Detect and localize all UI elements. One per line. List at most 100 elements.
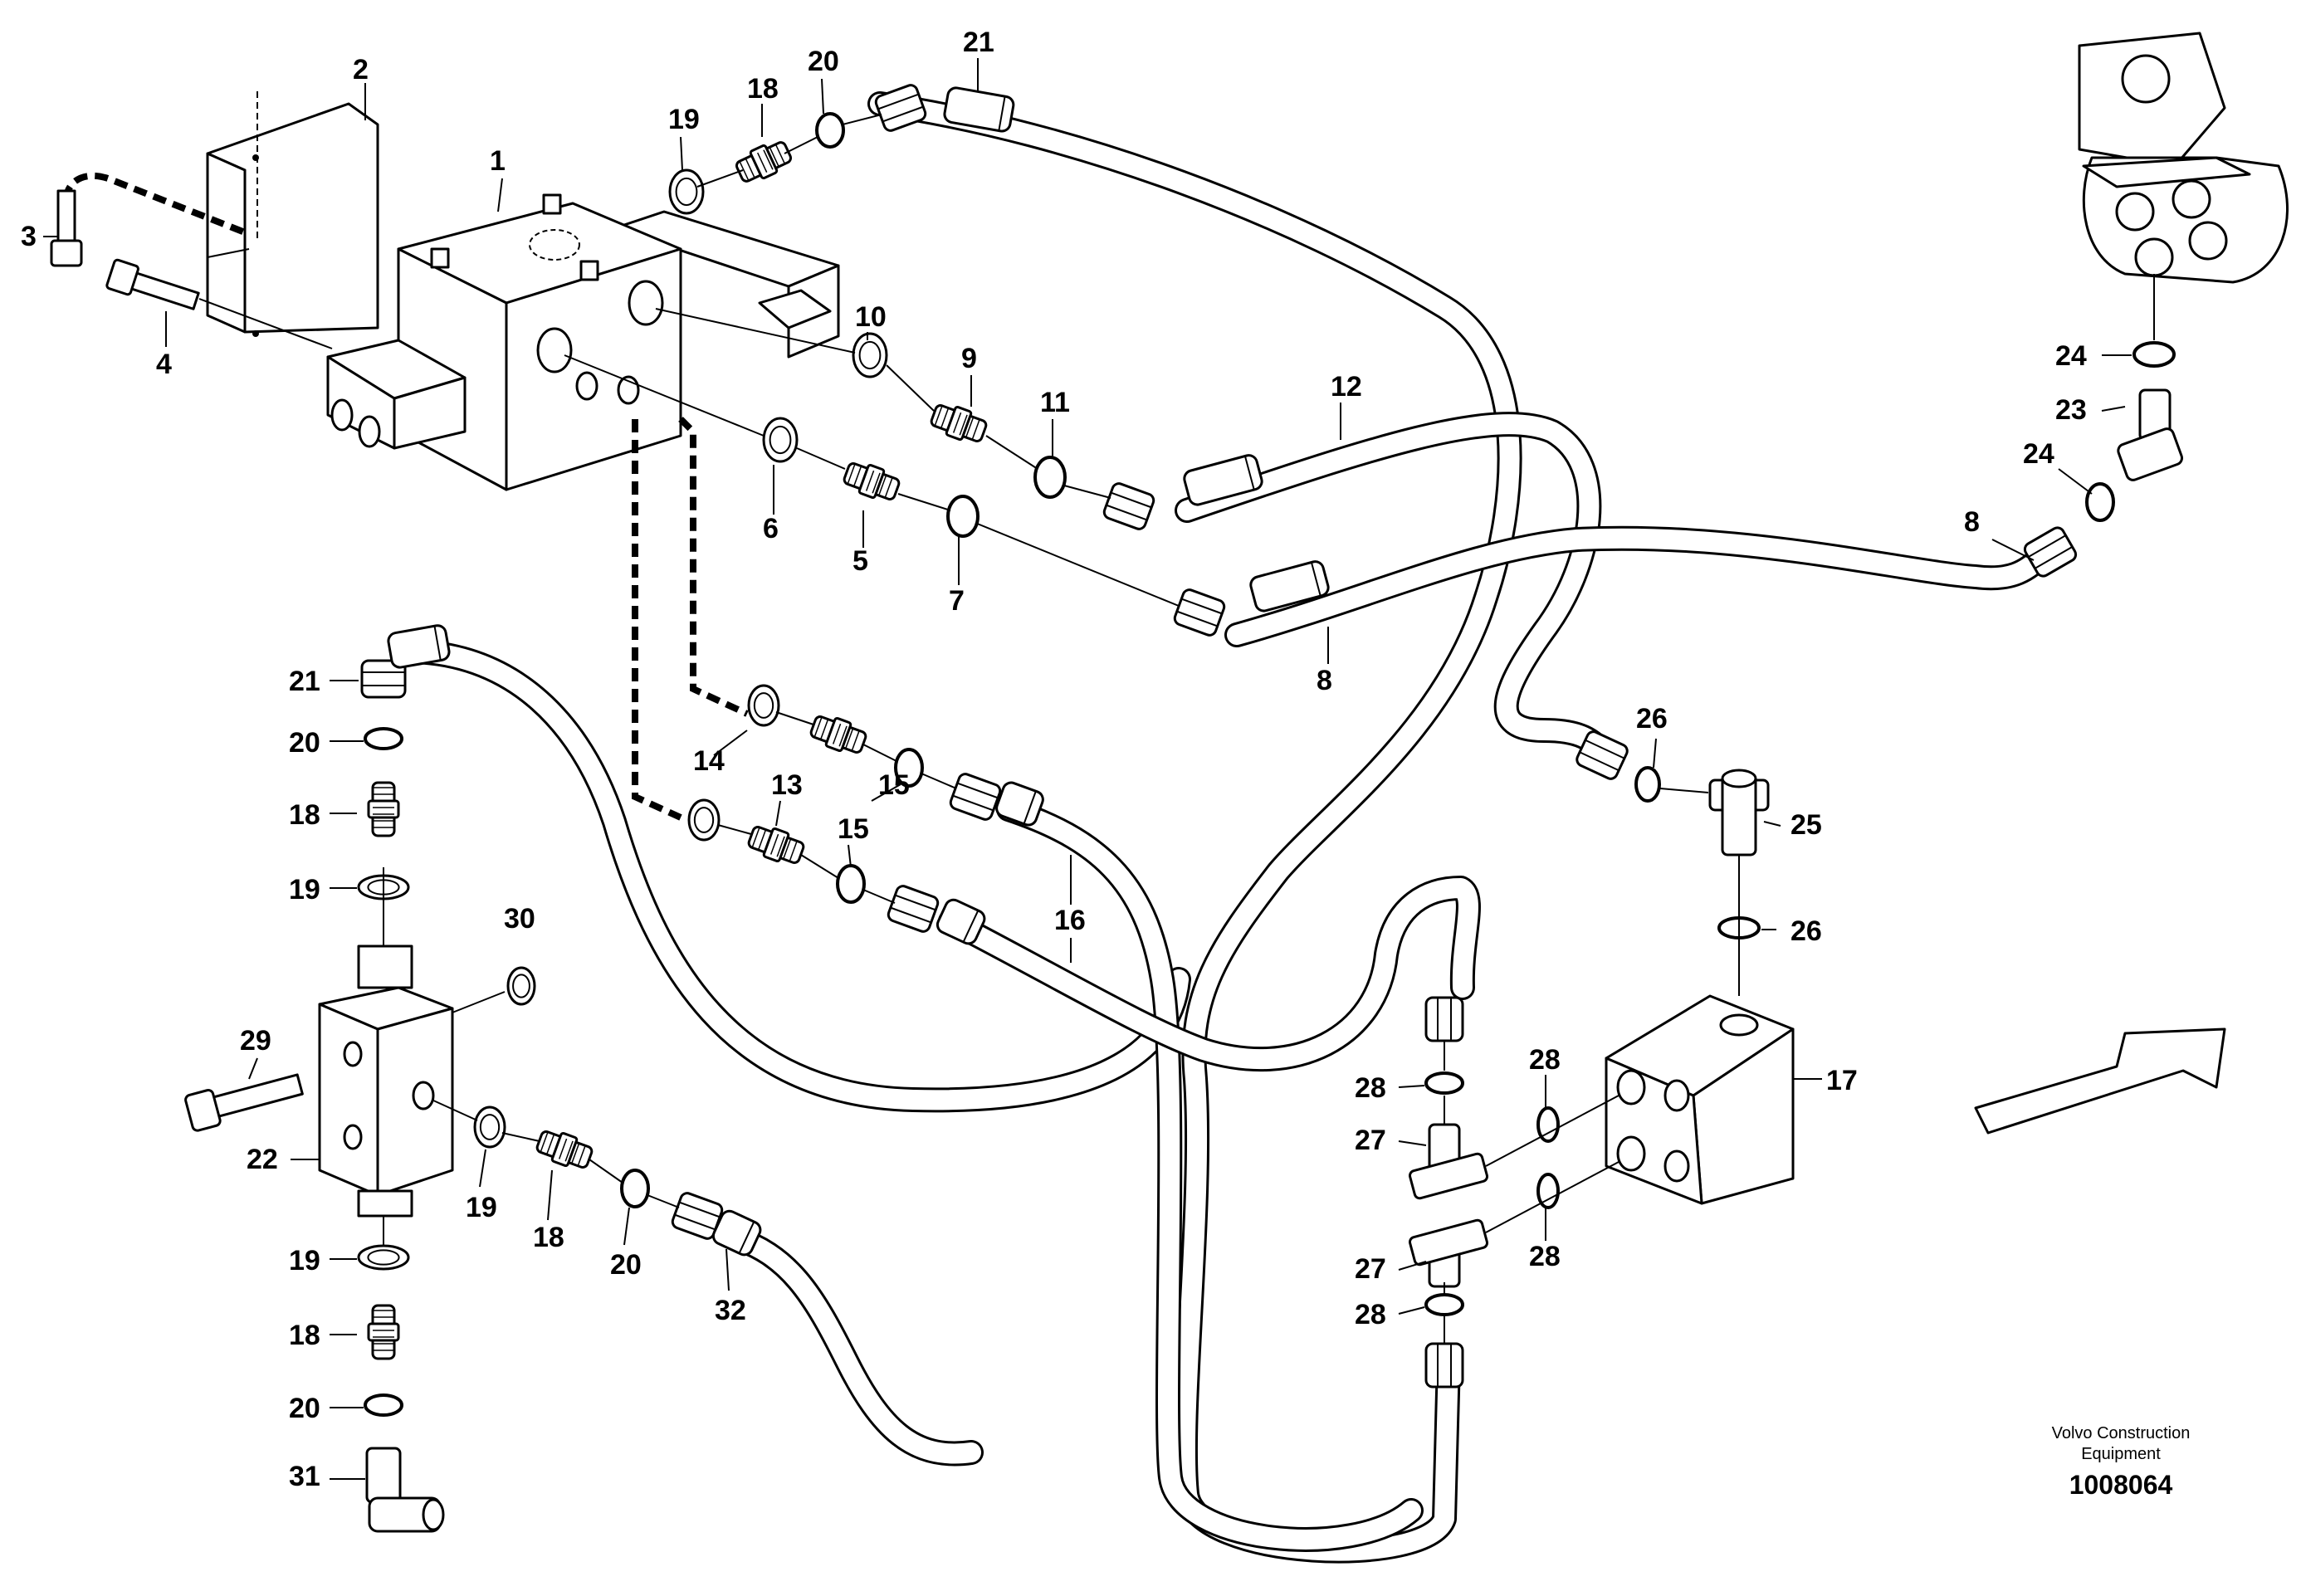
nut-16-upper (949, 773, 1002, 821)
oring-28-d (1424, 1293, 1464, 1316)
label-17: 17 (1826, 1065, 1858, 1096)
label-20-left-upper: 20 (289, 727, 320, 759)
ferrule-8-lower (1249, 560, 1330, 613)
nipple-5-thread (865, 470, 875, 491)
valve-plug-1 (430, 247, 450, 269)
leader-15-upper (871, 783, 901, 802)
oring-24-lower (2085, 482, 2115, 522)
nut-8-upper (2023, 526, 2078, 578)
ferrule-32-body (711, 1209, 762, 1257)
nut-8-upper-edge2 (2034, 546, 2074, 569)
label-28-d: 28 (1355, 1299, 1386, 1330)
company-name-line2: Equipment (2081, 1445, 2161, 1463)
axis-row-b3 (897, 493, 951, 511)
washer-19-left-lower-inner (367, 1249, 400, 1266)
label-7: 7 (949, 585, 965, 617)
bolt-29 (184, 1073, 304, 1132)
elbow-31-end (422, 1498, 445, 1531)
washer-14-upper (747, 684, 780, 727)
label-28-a: 28 (1355, 1072, 1386, 1104)
washer-19-top-inner (675, 177, 698, 207)
axis-mid-2 (501, 1132, 540, 1142)
ferrule-8-lower-body (1249, 560, 1330, 613)
label-29: 29 (240, 1025, 271, 1057)
label-31: 31 (289, 1461, 320, 1492)
nipple-18-left-lower-hex (367, 1322, 400, 1342)
nut-8-lower-edge1 (1180, 598, 1223, 615)
bolt-29-head (184, 1089, 222, 1132)
nipple-18-mid-thread (540, 1131, 549, 1153)
ferrule-21-top (943, 86, 1015, 133)
label-2: 2 (353, 54, 369, 85)
nipple-13-upper-thread (851, 730, 860, 751)
label-20-mid: 20 (610, 1249, 642, 1281)
hose-16-upper-fill (999, 799, 1421, 1550)
elbow-23-arm (2117, 427, 2184, 481)
tee-25 (1708, 769, 1770, 857)
label-8-lower: 8 (1317, 665, 1332, 696)
ferrule-32-edge (738, 1221, 755, 1254)
washer-19-top-outer (668, 168, 705, 215)
axis-row-a4 (1063, 485, 1111, 499)
elbow-21-top-edge2 (882, 105, 924, 123)
nipple-9 (930, 404, 988, 442)
nut-16-end-body (1424, 996, 1464, 1042)
label-23: 23 (2055, 394, 2087, 426)
oring-28-b (1536, 1106, 1560, 1143)
label-14: 14 (693, 745, 725, 777)
washer-30-outer (506, 966, 536, 1006)
axis-row-b2 (796, 447, 846, 470)
nut-32-edge1 (678, 1201, 721, 1218)
leader-8-upper (1991, 539, 2035, 561)
nipple-5 (843, 462, 901, 500)
nut-21-end (1424, 1342, 1464, 1389)
elbow-31-body (365, 1447, 402, 1504)
nipple-13-lower-thread (764, 832, 773, 853)
label-4: 4 (156, 349, 172, 380)
block-17-hole-1 (1663, 1079, 1690, 1112)
washer-30 (506, 966, 536, 1006)
label-10: 10 (855, 301, 887, 333)
label-24-lower: 24 (2023, 438, 2054, 470)
oring-7 (946, 495, 980, 538)
block-22-boss-top (357, 944, 413, 989)
washer-19-top (668, 168, 705, 215)
hose-21-left-fill (405, 642, 1189, 1110)
ferrule-12 (1183, 454, 1263, 506)
washer-6 (762, 417, 799, 463)
axis-mid-4 (647, 1194, 680, 1208)
washer-6-inner (769, 425, 792, 455)
bolt-4-shank (129, 271, 200, 310)
label-21-top: 21 (963, 27, 994, 58)
axis-row-a1 (655, 308, 856, 354)
washer-14-upper-outer (747, 684, 780, 727)
elbow-23 (2117, 388, 2184, 481)
block-17-port-2 (1616, 1135, 1646, 1172)
block-22-hole-2 (343, 1124, 363, 1150)
nipple-9-thread (946, 410, 955, 432)
oring-28-c (1536, 1173, 1560, 1209)
nipple-13-upper-thread (819, 719, 829, 740)
ferrule-21-left (387, 624, 451, 669)
axis-top-2 (784, 136, 818, 154)
nut-12 (1102, 482, 1155, 530)
nipple-13-upper (809, 715, 867, 754)
valve-port-b (628, 280, 664, 326)
leader-27-lower (1398, 1261, 1427, 1271)
hose-16-lower-fill (940, 878, 1478, 1070)
valve-solenoid-front (393, 376, 467, 450)
label-13: 13 (771, 769, 803, 801)
valve-ext-connector (758, 289, 832, 329)
block-22-side (318, 1003, 379, 1197)
valve-port-a (536, 327, 573, 373)
valve-plug-2 (542, 193, 562, 215)
main-valve (326, 193, 840, 491)
oring-15-lower (836, 864, 866, 904)
washer-10 (852, 332, 888, 378)
valve-plug-3 (579, 260, 599, 281)
leader-24-lower (2058, 468, 2093, 495)
axis-row-c1 (775, 711, 814, 725)
hose-8-fill (1227, 528, 2052, 645)
ferrule-16-upper (995, 781, 1044, 827)
label-18-left-upper: 18 (289, 799, 320, 831)
